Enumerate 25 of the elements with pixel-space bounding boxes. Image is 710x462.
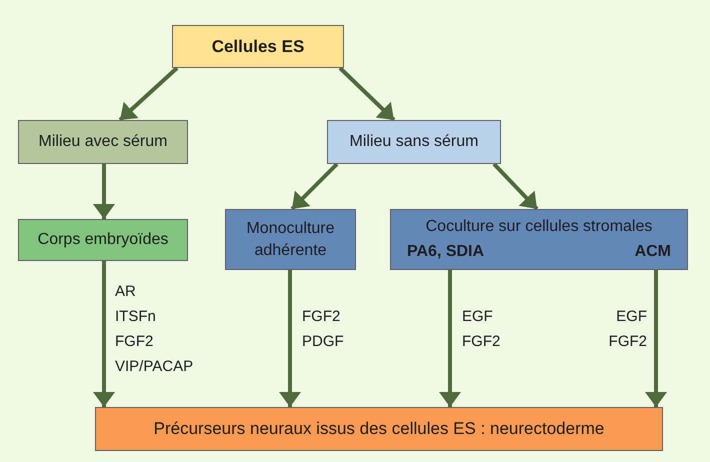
process-box	[18, 120, 188, 164]
process-box	[18, 219, 188, 261]
arrow	[93, 261, 115, 407]
process-box	[390, 209, 688, 270]
box-label: Précurseurs neuraux issus des cellules ES : neurectoderme	[154, 418, 604, 440]
process-box	[327, 120, 501, 164]
arrow	[645, 270, 667, 407]
box-label: Corps embryoïdes	[38, 230, 168, 250]
process-box	[95, 407, 663, 451]
arrow	[492, 162, 538, 210]
arrow	[93, 164, 115, 219]
box-label: PA6, SDIA	[407, 242, 484, 262]
process-box	[172, 25, 344, 68]
box-label: Milieu sans sérum	[350, 132, 478, 152]
box-label: Milieu avec sérum	[38, 132, 168, 152]
box-label: Monoculture adhérente	[245, 218, 336, 260]
box-label: ACM	[634, 242, 671, 262]
process-box	[225, 209, 356, 270]
box-label: Cellules ES	[212, 36, 304, 58]
arrow	[338, 66, 396, 122]
arrow	[290, 162, 338, 210]
arrow	[279, 270, 301, 407]
box-label: Coculture sur cellules stromales	[424, 217, 654, 237]
arrow	[118, 66, 178, 122]
arrow	[439, 270, 461, 407]
